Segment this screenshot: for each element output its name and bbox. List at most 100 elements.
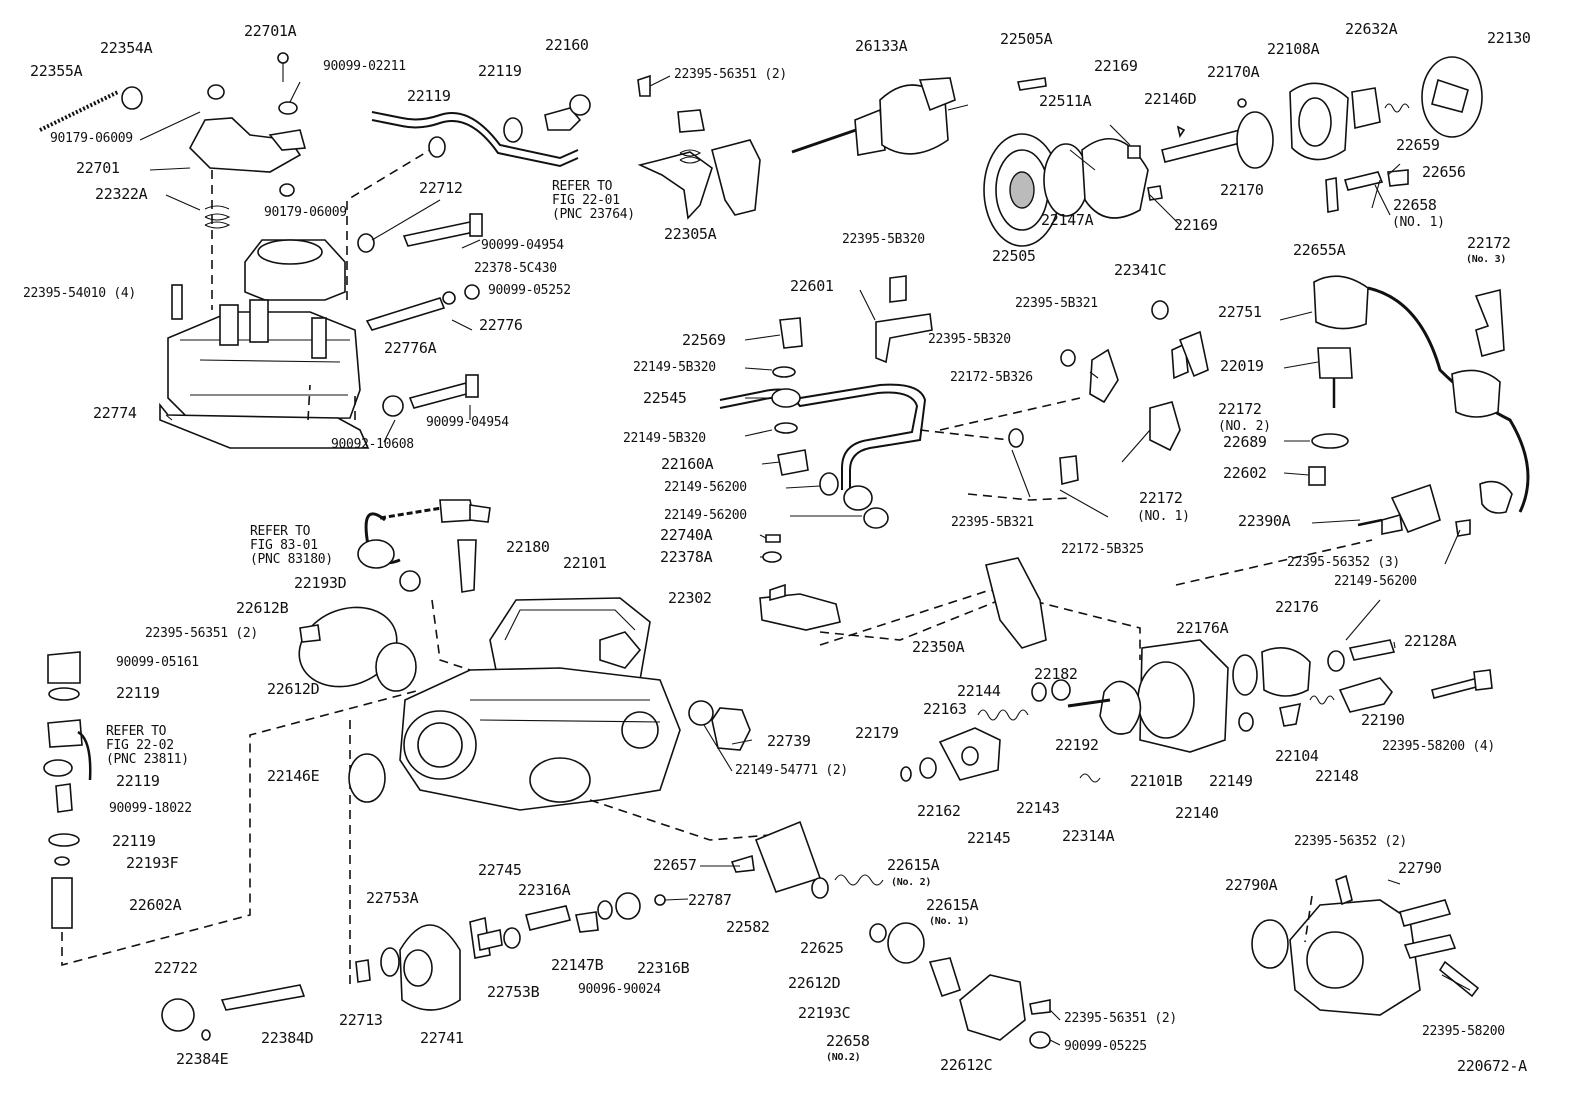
callout-22176: 22176 [1275,598,1319,616]
callout-22395-58200: 22395-58200 [1422,1024,1505,1039]
callout-22149: 22149 [1209,772,1253,790]
callout-22354A: 22354A [100,39,153,57]
callout-22170A: 22170A [1207,63,1260,81]
callout-22602: 22602 [1223,464,1267,482]
callout-22302: 22302 [668,589,712,607]
callout-22190: 22190 [1361,711,1405,729]
callout-22149-54771: 22149-54771 (2) [735,763,848,778]
callout-22119: 22119 [407,87,451,105]
callout-22170: 22170 [1220,181,1264,199]
callout-90099-05161: 90099-05161 [116,655,199,670]
callout-22146D: 22146D [1144,90,1197,108]
callout-22322A: 22322A [95,185,148,203]
callout-22722: 22722 [154,959,198,977]
callout-22395-56351: 22395-56351 (2) [674,67,787,82]
callout-22745: 22745 [478,861,522,879]
callout-22741: 22741 [420,1029,464,1047]
callout-22146E: 22146E [267,767,320,785]
callout-22602A: 22602A [129,896,182,914]
callout-22615A: 22615A [926,896,979,914]
reference-note-2: REFER TO FIG 83-01 (PNC 83180) [250,524,333,567]
callout-22612B: 22612B [236,599,289,617]
callout-22160A: 22160A [661,455,714,473]
callout-22119: 22119 [116,684,160,702]
callout-22172-no3: (No. 3) [1466,254,1507,265]
callout-22625: 22625 [800,939,844,957]
callout-22545: 22545 [643,389,687,407]
callout-22172-no1: (NO. 1) [1137,509,1190,524]
callout-22355A: 22355A [30,62,83,80]
solenoid-group [1251,874,1480,1016]
callout-22149-5B320: 22149-5B320 [633,360,716,375]
head-group [819,539,1493,783]
callout-90179-06009: 90179-06009 [50,131,133,146]
callout-22656: 22656 [1422,163,1466,181]
callout-22612C: 22612C [940,1056,993,1074]
callout-22179: 22179 [855,724,899,742]
callout-22658-no1: (NO. 1) [1392,215,1445,230]
callout-22657: 22657 [653,856,697,874]
callout-22505A: 22505A [1000,30,1053,48]
callout-22316A: 22316A [518,881,571,899]
callout-22314A: 22314A [1062,827,1115,845]
callout-22395-56352: 22395-56352 (3) [1287,555,1400,570]
callout-22395-5B320: 22395-5B320 [842,232,925,247]
callout-22659: 22659 [1396,136,1440,154]
callout-90179-06009: 90179-06009 [264,205,347,220]
callout-22147B: 22147B [551,956,604,974]
callout-22160: 22160 [545,36,589,54]
callout-22713: 22713 [339,1011,383,1029]
callout-22384E: 22384E [176,1050,229,1068]
callout-22582: 22582 [726,918,770,936]
callout-22162: 22162 [917,802,961,820]
callout-22689: 22689 [1223,433,1267,451]
callout-22753B: 22753B [487,983,540,1001]
callout-22144: 22144 [957,682,1001,700]
reference-note-3: REFER TO FIG 22-02 (PNC 23811) [106,724,189,767]
callout-22145: 22145 [967,829,1011,847]
callout-22615A-no2: (No. 2) [891,877,932,888]
callout-22316B: 22316B [637,959,690,977]
callout-22395-54010: 22395-54010 (4) [23,286,136,301]
callout-22511A: 22511A [1039,92,1092,110]
callout-22143: 22143 [1016,799,1060,817]
callout-22101: 22101 [563,554,607,572]
callout-90099-04954: 90099-04954 [426,415,509,430]
callout-22169: 22169 [1174,216,1218,234]
callout-22790: 22790 [1398,859,1442,877]
callout-22751: 22751 [1218,303,1262,321]
callout-22193C: 22193C [798,1004,851,1022]
callout-22701A: 22701A [244,22,297,40]
callout-22753A: 22753A [366,889,419,907]
callout-22790A: 22790A [1225,876,1278,894]
callout-22149-5B320: 22149-5B320 [623,431,706,446]
callout-22612D: 22612D [267,680,320,698]
callout-22172-no2: (NO. 2) [1218,419,1271,434]
callout-22569: 22569 [682,331,726,349]
pump-body [43,499,771,990]
callout-90096-90024: 90096-90024 [578,982,661,997]
callout-22180: 22180 [506,538,550,556]
callout-22505: 22505 [992,247,1036,265]
leader-lines [139,75,1471,1046]
callout-22172-no1-part: 22172 [1139,489,1183,507]
callout-22172-no3-part: 22172 [1467,234,1511,252]
callout-22149-56200: 22149-56200 [664,508,747,523]
bottom-parts [161,820,1051,1049]
callout-22350A: 22350A [912,638,965,656]
callout-22712: 22712 [419,179,463,197]
callout-22182: 22182 [1034,665,1078,683]
callout-22169: 22169 [1094,57,1138,75]
callout-22140: 22140 [1175,804,1219,822]
callout-26133A: 26133A [855,37,908,55]
callout-22658: 22658 [1393,196,1437,214]
callout-22108A: 22108A [1267,40,1320,58]
callout-22341C: 22341C [1114,261,1167,279]
lever-group [637,74,969,220]
callout-22395-56352: 22395-56352 (2) [1294,834,1407,849]
callout-22615A-no1: (No. 1) [929,916,970,927]
callout-22148: 22148 [1315,767,1359,785]
callout-90099-18022: 90099-18022 [109,801,192,816]
